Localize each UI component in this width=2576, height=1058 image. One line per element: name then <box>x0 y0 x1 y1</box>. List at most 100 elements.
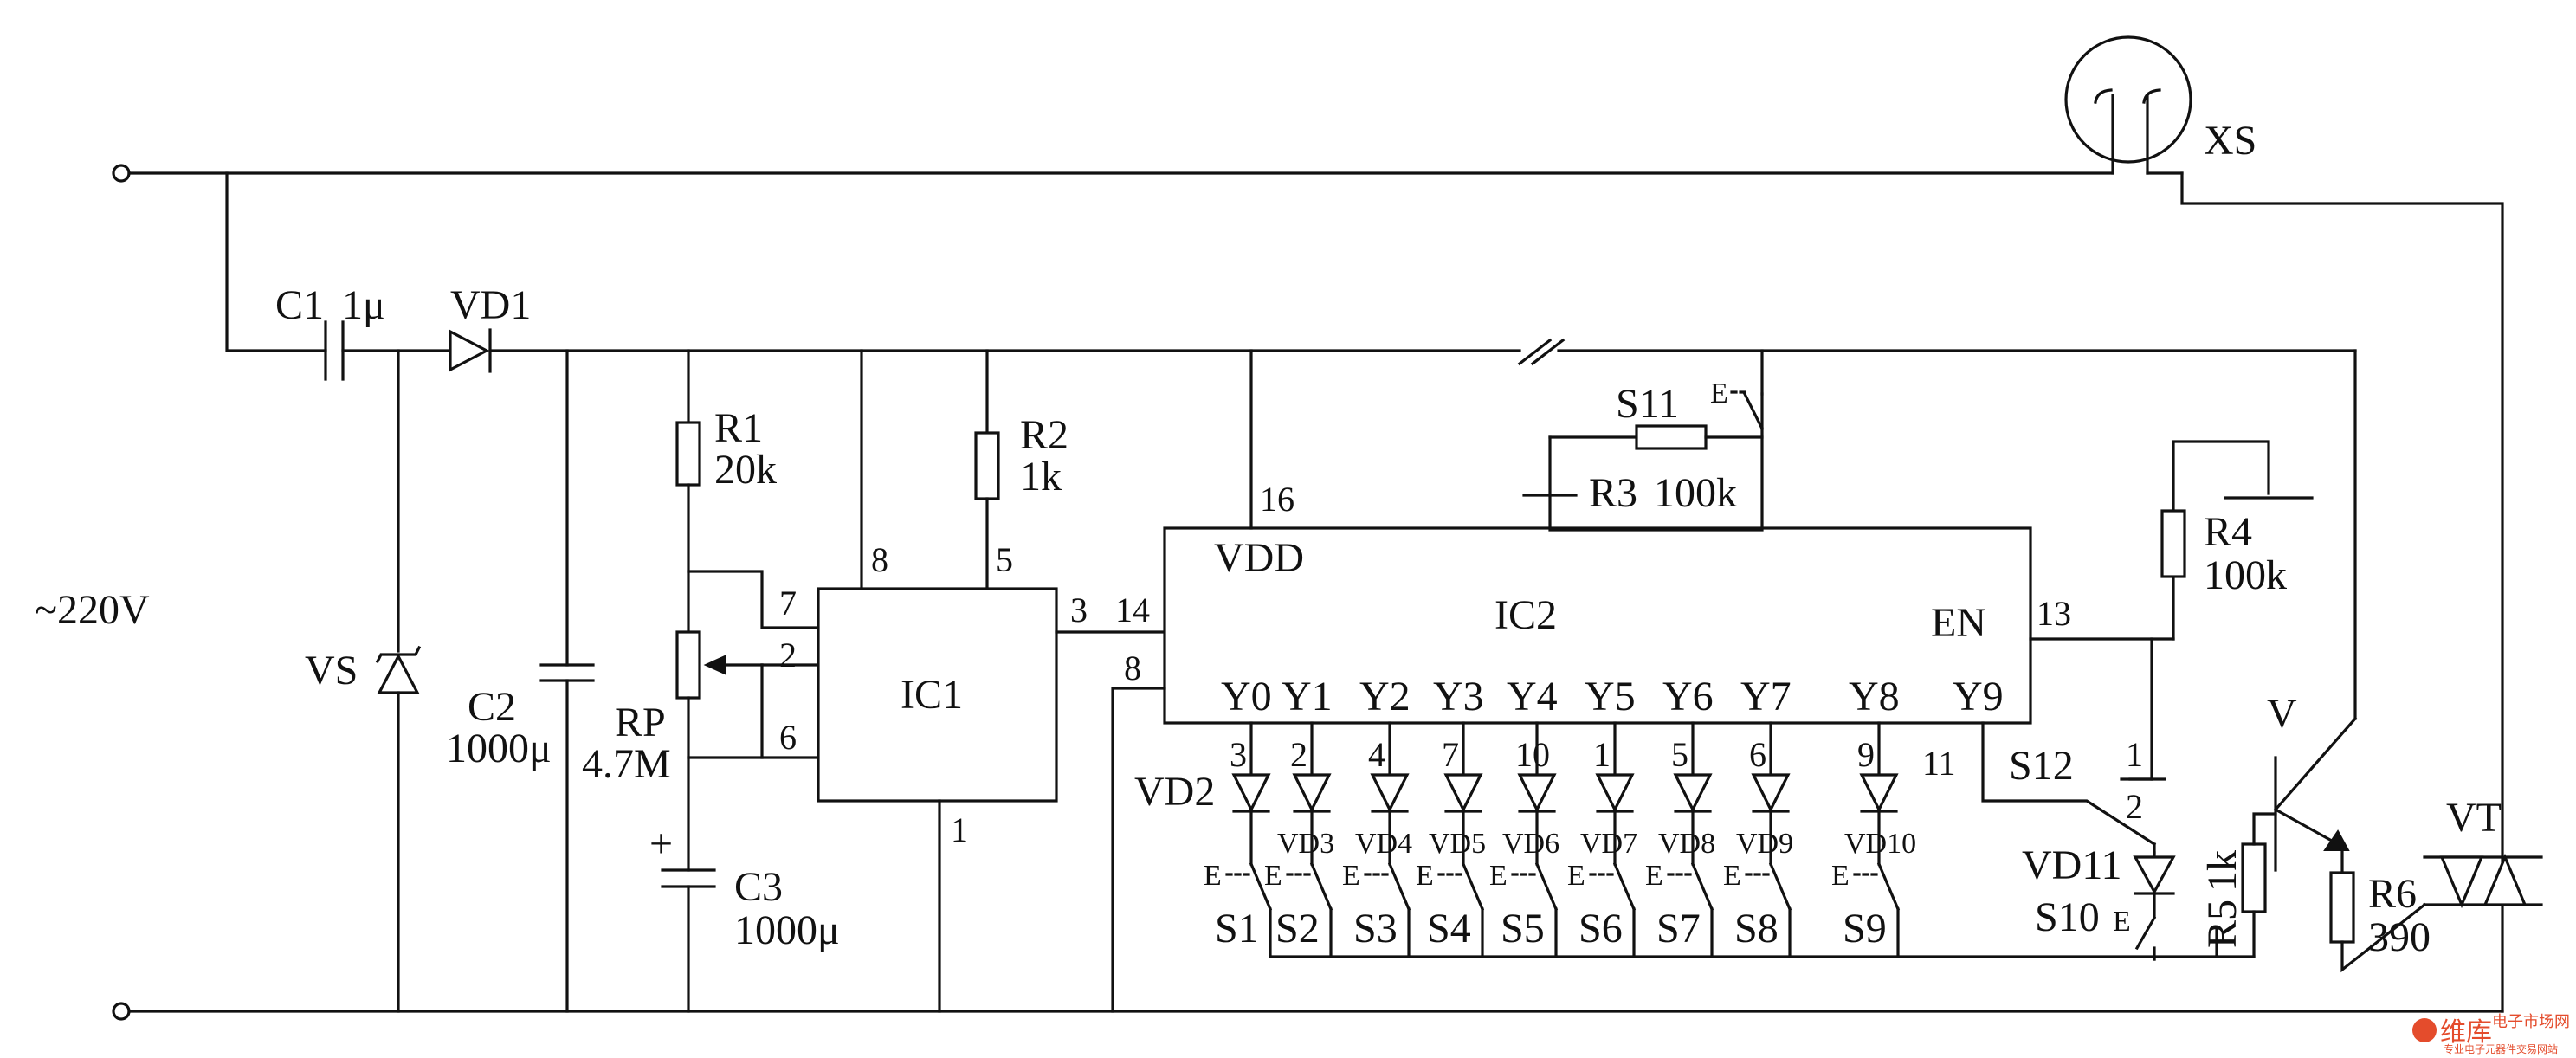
ic2-output-pin-5: 1 <box>1593 735 1611 774</box>
r3-resistor <box>1635 424 1708 450</box>
ic2-output-label-6: Y6 <box>1662 674 1714 719</box>
watermark-logo: 维库 <box>2440 1018 2492 1047</box>
socket-outline <box>2064 35 2192 164</box>
diode-label-4: VD6 <box>1502 828 1559 860</box>
s10-label: S10 <box>2035 894 2100 940</box>
c2-value: 1000μ <box>446 726 552 771</box>
r2-resistor <box>974 431 1000 500</box>
c3-label: C3 <box>734 864 783 910</box>
r3-value: 100k <box>1654 470 1737 516</box>
ic1-pin3: 3 <box>1070 590 1088 629</box>
switch-blade-7 <box>1768 861 1792 912</box>
ic1-body <box>817 587 1058 803</box>
diode-label-1: VD3 <box>1277 828 1334 860</box>
ic1-timer: IC1 R2 1k 8 5 7 2 6 3 1 <box>779 349 1166 1013</box>
r4-network: R4 100k 1 2 <box>2120 440 2314 826</box>
ic2-pin14: 14 <box>1115 590 1150 629</box>
ic1-pin8: 8 <box>871 540 888 579</box>
vd11-label: VD11 <box>2022 842 2122 888</box>
ic1-name: IC1 <box>901 672 963 718</box>
r6-label: R6 <box>2368 871 2417 917</box>
s11-label: S11 <box>1616 381 1679 427</box>
r4-label: R4 <box>2204 509 2252 555</box>
s12-switch: S12 <box>1981 721 2157 855</box>
rp-label: RP <box>615 700 666 745</box>
watermark: 维库 电子市场网 专业电子元器件交易网站 <box>2412 1013 2570 1055</box>
c2-label: C2 <box>468 684 516 730</box>
ic2-output-pin-6: 5 <box>1671 735 1688 774</box>
switch-blade-0 <box>1249 861 1273 912</box>
output-diode-6 <box>1673 773 1713 813</box>
switch-mark-4: E <box>1489 860 1508 892</box>
r5-label: R5 <box>2199 900 2245 948</box>
supply-label: ~220V <box>35 587 150 633</box>
r6-value: 390 <box>2368 914 2431 960</box>
ic2-decoder: VDD IC2 EN 16 14 8 13 <box>1111 349 2175 1013</box>
s12-pos2: 2 <box>2126 787 2143 826</box>
r4-resistor <box>2160 509 2186 578</box>
vt-label: VT <box>2446 795 2502 841</box>
c3-capacitor: + C3 1000μ <box>649 821 840 1013</box>
socket-xs: XS <box>2064 35 2256 175</box>
v-transistor: V <box>2267 691 2358 874</box>
switch-mark-0: E <box>1204 860 1222 892</box>
diode-label-6: VD8 <box>1658 828 1715 860</box>
s12-pos1: 1 <box>2126 735 2143 774</box>
ic2-output-pin-4: 10 <box>1515 735 1550 774</box>
r2-label: R2 <box>1020 412 1068 458</box>
mains-input: ~220V <box>35 164 2504 1021</box>
ic2-pin13: 13 <box>2037 594 2071 633</box>
ic1-pin5: 5 <box>996 540 1013 579</box>
switch-label-4: S5 <box>1501 906 1545 952</box>
ic2-output-label-2: Y2 <box>1359 674 1411 719</box>
switch-blade-5 <box>1612 861 1637 912</box>
output-diode-1 <box>1292 773 1332 813</box>
rp-potentiometer: RP 4.7M <box>582 570 820 872</box>
output-diode-0 <box>1231 773 1271 813</box>
switch-label-2: S3 <box>1353 906 1398 952</box>
output-diode-8 <box>1859 773 1899 813</box>
switch-label-3: S4 <box>1427 906 1471 952</box>
switch-label-1: S2 <box>1275 906 1320 952</box>
ic2-output-pin-2: 4 <box>1368 735 1385 774</box>
r1-value: 20k <box>714 447 777 493</box>
switch-label-6: S7 <box>1656 906 1701 952</box>
diode-label-5: VD7 <box>1580 828 1637 860</box>
switch-blade-4 <box>1534 861 1559 912</box>
vd1-diode: VD1 <box>449 282 1521 373</box>
switch-blade-8 <box>1876 861 1901 912</box>
ic2-output-label-5: Y5 <box>1585 674 1636 719</box>
ic2-output-label-1: Y1 <box>1282 674 1333 719</box>
output-diode-4 <box>1517 773 1557 813</box>
switch-mark-5: E <box>1567 860 1585 892</box>
socket-label: XS <box>2204 118 2256 164</box>
switch-label-8: S9 <box>1843 906 1887 952</box>
vd11-diode: VD11 <box>2022 842 2176 919</box>
rp-value: 4.7M <box>582 741 671 787</box>
vd1-label: VD1 <box>450 282 531 328</box>
ic2-output-pin-7: 6 <box>1749 735 1766 774</box>
ic2-output-label-0: Y0 <box>1221 674 1272 719</box>
ic2-output-row: Y03VD2ES1Y12VD3ES2Y24VD4ES3Y37VD5ES4Y410… <box>1134 674 2156 958</box>
ic2-output-pin-9: 11 <box>1922 744 1956 783</box>
switch-mark-6: E <box>1645 860 1663 892</box>
ic2-output-label-8: Y8 <box>1849 674 1900 719</box>
c3-plus: + <box>649 821 673 867</box>
watermark-logo-icon <box>2412 1018 2437 1042</box>
ic2-output-pin-8: 9 <box>1857 735 1875 774</box>
c1-label: C1 <box>275 282 324 328</box>
c1-value: 1μ <box>342 282 385 328</box>
switch-label-7: S8 <box>1734 906 1779 952</box>
ic2-pin16: 16 <box>1260 480 1294 519</box>
ic2-output-label-7: Y7 <box>1740 674 1792 719</box>
s10-mark: E <box>2113 906 2131 938</box>
ic2-name: IC2 <box>1495 592 1557 638</box>
r6-resistor: R6 390 <box>2329 871 2431 973</box>
output-diode-7 <box>1751 773 1791 813</box>
ic2-pin8: 8 <box>1124 648 1141 687</box>
c1-capacitor: C1 1μ <box>225 171 452 381</box>
diode-label-2: VD4 <box>1355 828 1412 860</box>
switch-blade-3 <box>1461 861 1485 912</box>
vs-label: VS <box>305 648 358 694</box>
